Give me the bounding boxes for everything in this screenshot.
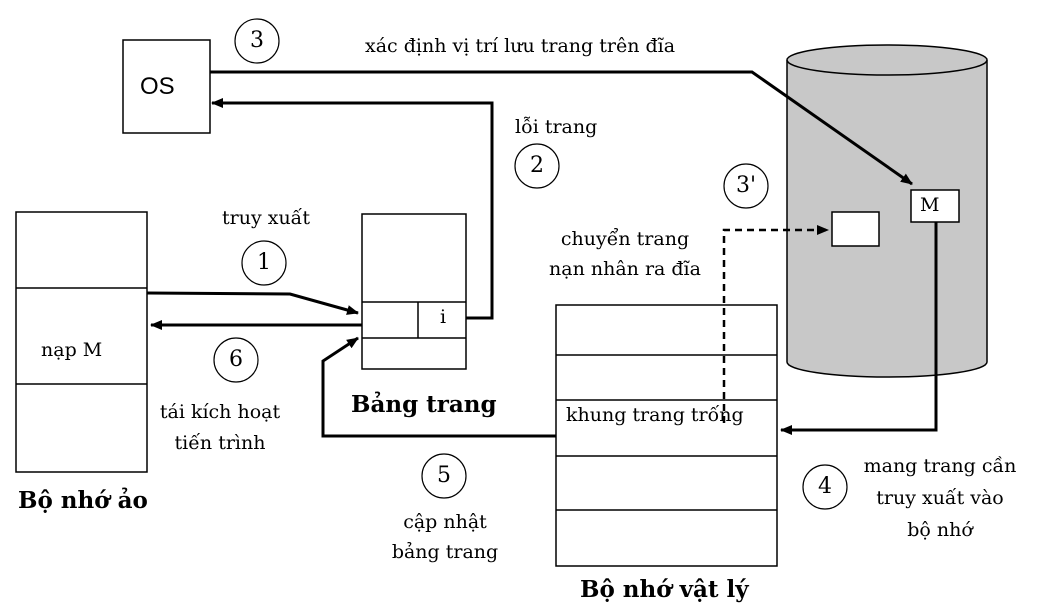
physical-memory — [555, 304, 778, 567]
os-box — [122, 39, 211, 134]
page-table-title: Bảng trang — [351, 391, 497, 418]
step-4-circle — [802, 464, 848, 510]
step-3-circle — [234, 18, 280, 64]
page-fault-arrow — [211, 98, 494, 320]
load-m-label: nạp M — [41, 339, 103, 361]
step-3-number: 3 — [250, 28, 264, 53]
physical-memory-title: Bộ nhớ vật lý — [580, 576, 749, 603]
reactivate-label-line2: tiến trình — [174, 432, 266, 454]
page-table-invalid-bit: i — [440, 306, 447, 328]
page-table — [361, 213, 467, 370]
access-arrow — [146, 291, 359, 315]
swap-out-arrow — [722, 225, 829, 423]
update-label-line1: cập nhật — [403, 511, 487, 533]
disk-victim-slot — [831, 211, 880, 247]
bring-in-label-line1: mang trang cần — [863, 455, 1017, 477]
step-3p-number: 3' — [735, 173, 757, 198]
step-5-circle — [421, 453, 467, 499]
step-4-number: 4 — [818, 474, 832, 499]
disk-page-m-label: M — [920, 194, 940, 216]
locate-on-disk-arrow — [210, 70, 913, 186]
reactivate-label-line1: tái kích hoạt — [159, 401, 281, 423]
step-1-number: 1 — [257, 250, 271, 275]
access-label: truy xuất — [222, 207, 310, 229]
step-5-number: 5 — [437, 463, 451, 488]
virtual-memory — [15, 211, 148, 473]
free-frame-label: khung trang trống — [566, 404, 744, 426]
swap-out-label-line2: nạn nhân ra đĩa — [549, 258, 701, 280]
bring-in-label-line3: bộ nhớ — [907, 519, 973, 541]
step-2-circle — [514, 143, 560, 189]
update-label-line2: bảng trang — [391, 541, 499, 563]
step-2-number: 2 — [530, 153, 544, 178]
step-1-circle — [241, 240, 287, 286]
os-label: OS — [140, 73, 175, 100]
step-6-number: 6 — [229, 347, 243, 372]
virtual-memory-title: Bộ nhớ ảo — [18, 487, 148, 514]
update-table-arrow — [321, 336, 556, 438]
step-6-circle — [213, 337, 259, 383]
page-fault-label: lỗi trang — [515, 116, 598, 138]
step-3p-circle — [723, 163, 769, 209]
bring-in-arrow — [780, 222, 938, 435]
bring-in-label-line2: truy xuất vào — [876, 487, 1004, 509]
swap-out-label-line1: chuyển trang — [560, 228, 690, 250]
locate-on-disk-label: xác định vị trí lưu trang trên đĩa — [365, 35, 676, 57]
